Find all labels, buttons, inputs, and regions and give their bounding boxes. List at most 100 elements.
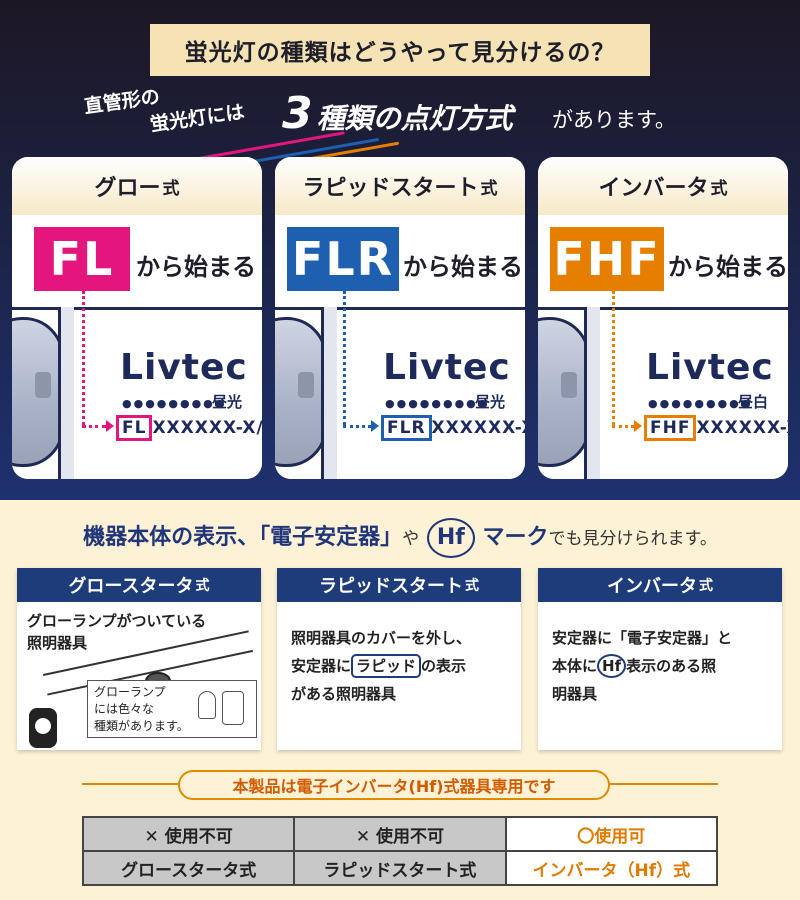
arrow-icon	[634, 420, 642, 432]
info-box-glow: グロースタータ式 グローランプがついている 照明器具 グローランプ には色々な …	[17, 568, 261, 750]
light-color: 昼白	[738, 393, 769, 411]
prefix-badge: FLR	[287, 227, 399, 291]
info-title-name: ラピッドスタート	[319, 576, 463, 597]
info-box-title: ラピッドスタート式	[277, 568, 521, 602]
info-title-suffix: 式	[699, 578, 713, 594]
info-title-name: グロースタータ	[68, 576, 194, 597]
tube-end-cap	[275, 317, 327, 467]
info-box-text: 照明器具のカバーを外し、 安定器にラピッドの表示 がある照明器具	[277, 602, 521, 708]
rapid-label-box: ラピッド	[351, 654, 422, 678]
label-dots: ●●●●●●●●●	[122, 397, 227, 410]
info-line1: グローランプがついている	[27, 612, 207, 630]
card-title: インバータ式	[538, 157, 788, 215]
info-line2-a: 本体に	[552, 657, 598, 675]
info-box-title: インバータ式	[538, 568, 782, 602]
intro-tail: があります。	[552, 108, 676, 132]
note-line1: グローランプ	[94, 685, 166, 699]
info-line2-b: 表示のある照	[626, 657, 717, 675]
status-cell: ✕ 使用不可	[293, 816, 507, 852]
pointer-line-h	[612, 425, 634, 428]
tube-rim	[321, 307, 337, 479]
intro-emphasis-text: 種類の点灯方式	[316, 102, 513, 135]
pointer-line-h	[82, 425, 106, 428]
note-line3: 種類があります。	[94, 719, 189, 733]
type-cell: インバータ（Hf）式	[504, 850, 719, 886]
arrow-icon	[371, 420, 379, 432]
tube-rim	[58, 307, 74, 479]
identify-heading-tail: でも見分けられます。	[548, 529, 717, 549]
light-color: 昼光	[212, 393, 243, 411]
status-cell: ✕ 使用不可	[81, 816, 296, 852]
info-title-suffix: 式	[195, 578, 210, 594]
type-cell: ラピッドスタート式	[293, 850, 507, 886]
model-rest: XXXXXX-X	[696, 418, 788, 438]
info-line3: がある照明器具	[291, 685, 397, 703]
label-dots: ●●●●●●●●●	[385, 397, 490, 410]
hf-mark-icon: Hf	[597, 654, 627, 678]
model-prefix-tag: FLR	[381, 415, 432, 441]
card-title-name: ラピッドスタート	[302, 176, 479, 201]
starter-lamps-icon	[194, 685, 250, 735]
card-title-suffix: 式	[710, 178, 728, 199]
brand-logo: Livtec	[383, 347, 511, 388]
model-rest: XXXXXX-X/	[152, 418, 262, 438]
card-title-name: インバータ	[598, 176, 709, 201]
note-line2: には色々な	[94, 702, 155, 716]
brand-logo: Livtec	[120, 347, 248, 388]
card-title-suffix: 式	[162, 178, 180, 199]
divider-left	[82, 783, 182, 785]
type-card-inverter: インバータ式 FHF から始まる Livtec ●●●●●●●●● 昼白 FHF…	[538, 157, 788, 479]
hf-mark-icon: Hf	[426, 518, 475, 558]
identification-section: 機器本体の表示、「電子安定器」や Hf マークでも見分けられます。 グロースター…	[0, 500, 800, 900]
info-title-name: インバータ	[607, 576, 697, 597]
pointer-line-h	[343, 425, 371, 428]
model-rest: XXXXXX-X	[431, 418, 525, 438]
pointer-line	[343, 291, 346, 425]
label-dots: ●●●●●●●●●	[648, 397, 753, 410]
model-prefix-tag: FHF	[644, 415, 697, 441]
type-cell: グロースタータ式	[81, 850, 296, 886]
status-cell: 〇使用可	[504, 816, 719, 852]
identify-heading-main: 機器本体の表示、「電子安定器」	[83, 525, 403, 550]
info-line1: 照明器具のカバーを外し、	[291, 629, 472, 647]
identify-heading-ya: や	[402, 529, 420, 549]
tube-rim	[584, 307, 600, 479]
brand-logo: Livtec	[646, 347, 774, 388]
info-line2-b: の表示	[421, 657, 467, 675]
prefix-caption: から始まる	[668, 253, 788, 281]
identify-heading-mark: マーク	[482, 525, 549, 550]
card-title-name: グロー	[94, 176, 161, 201]
table-row: グロースタータ式 ラピッドスタート式 インバータ（Hf）式	[81, 850, 719, 886]
question-banner: 蛍光灯の種類はどうやって見分けるの？	[150, 24, 650, 76]
prefix-badge: FL	[34, 227, 130, 291]
card-title: グロー式	[12, 157, 262, 215]
glow-lamp-note: グローランプ には色々な 種類があります。	[87, 680, 257, 738]
info-line3: 明器具	[552, 685, 598, 703]
prefix-caption: から始まる	[403, 253, 523, 281]
pointer-line	[612, 291, 615, 425]
tube-end-cap	[538, 317, 590, 467]
info-box-title: グロースタータ式	[17, 568, 261, 602]
card-title-suffix: 式	[480, 178, 498, 199]
intro-line2: 蛍光灯には	[148, 101, 246, 137]
model-prefix-tag: FL	[116, 415, 153, 441]
info-line2: 照明器具	[27, 634, 88, 652]
prefix-badge: FHF	[550, 227, 664, 291]
identify-heading: 機器本体の表示、「電子安定器」や Hf マークでも見分けられます。	[0, 518, 800, 558]
prefix-caption: から始まる	[136, 253, 256, 281]
info-line1: 安定器に「電子安定器」と	[552, 629, 733, 647]
light-color: 昼光	[475, 393, 506, 411]
info-line2: 安定器にラピッドの表示	[291, 652, 507, 680]
type-card-rapid: ラピッドスタート式 FLR から始まる Livtec ●●●●●●●●● 昼光 …	[275, 157, 525, 479]
card-title: ラピッドスタート式	[275, 157, 525, 215]
info-box-rapid: ラピッドスタート式 照明器具のカバーを外し、 安定器にラピッドの表示 がある照明…	[277, 568, 521, 750]
exclusive-use-note: 本製品は電子インバータ(Hf)式器具専用です	[178, 770, 610, 800]
